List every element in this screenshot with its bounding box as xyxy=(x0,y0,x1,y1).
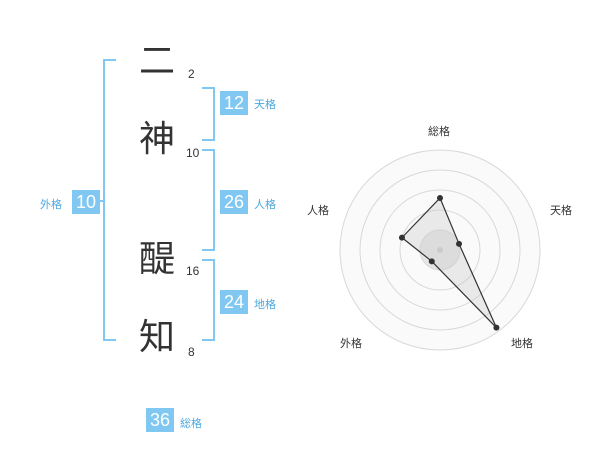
soukaku-score: 36 xyxy=(146,408,174,432)
chikaku-label: 地格 xyxy=(254,298,276,311)
radar-point-3 xyxy=(493,324,500,331)
jinkaku-score: 26 xyxy=(220,190,248,214)
gaikaku-label: 外格 xyxy=(40,198,62,211)
radar-point-5 xyxy=(398,234,405,241)
radar-label-chikaku: 地格 xyxy=(511,337,533,350)
gaikaku-score: 10 xyxy=(72,190,100,214)
radar-point-4 xyxy=(428,258,435,265)
radar-label-soukaku: 総格 xyxy=(428,125,450,138)
radar-series-line xyxy=(401,196,497,329)
name-char-3: 醍 xyxy=(138,239,175,280)
tenkaku-label: 天格 xyxy=(254,98,276,111)
chikaku-score: 24 xyxy=(220,290,248,314)
tenkaku-score: 12 xyxy=(220,91,248,115)
stroke-count-2: 10 xyxy=(186,146,200,160)
radar-label-jinkaku: 人格 xyxy=(307,204,329,217)
radar-point-1 xyxy=(437,195,443,201)
radar-center xyxy=(437,247,443,253)
stroke-count-3: 16 xyxy=(186,264,200,278)
radar-label-gaikaku: 外格 xyxy=(340,337,362,350)
stroke-count-4: 8 xyxy=(188,345,195,359)
name-char-4: 知 xyxy=(138,317,175,358)
jinkaku-label: 人格 xyxy=(254,198,276,211)
name-char-1: 二 xyxy=(138,41,175,82)
radar-point-2 xyxy=(456,240,463,247)
name-char-2: 神 xyxy=(138,119,175,160)
stroke-count-1: 2 xyxy=(188,67,195,81)
soukaku-label: 総格 xyxy=(180,417,202,430)
radar-label-tenkaku: 天格 xyxy=(550,204,572,217)
